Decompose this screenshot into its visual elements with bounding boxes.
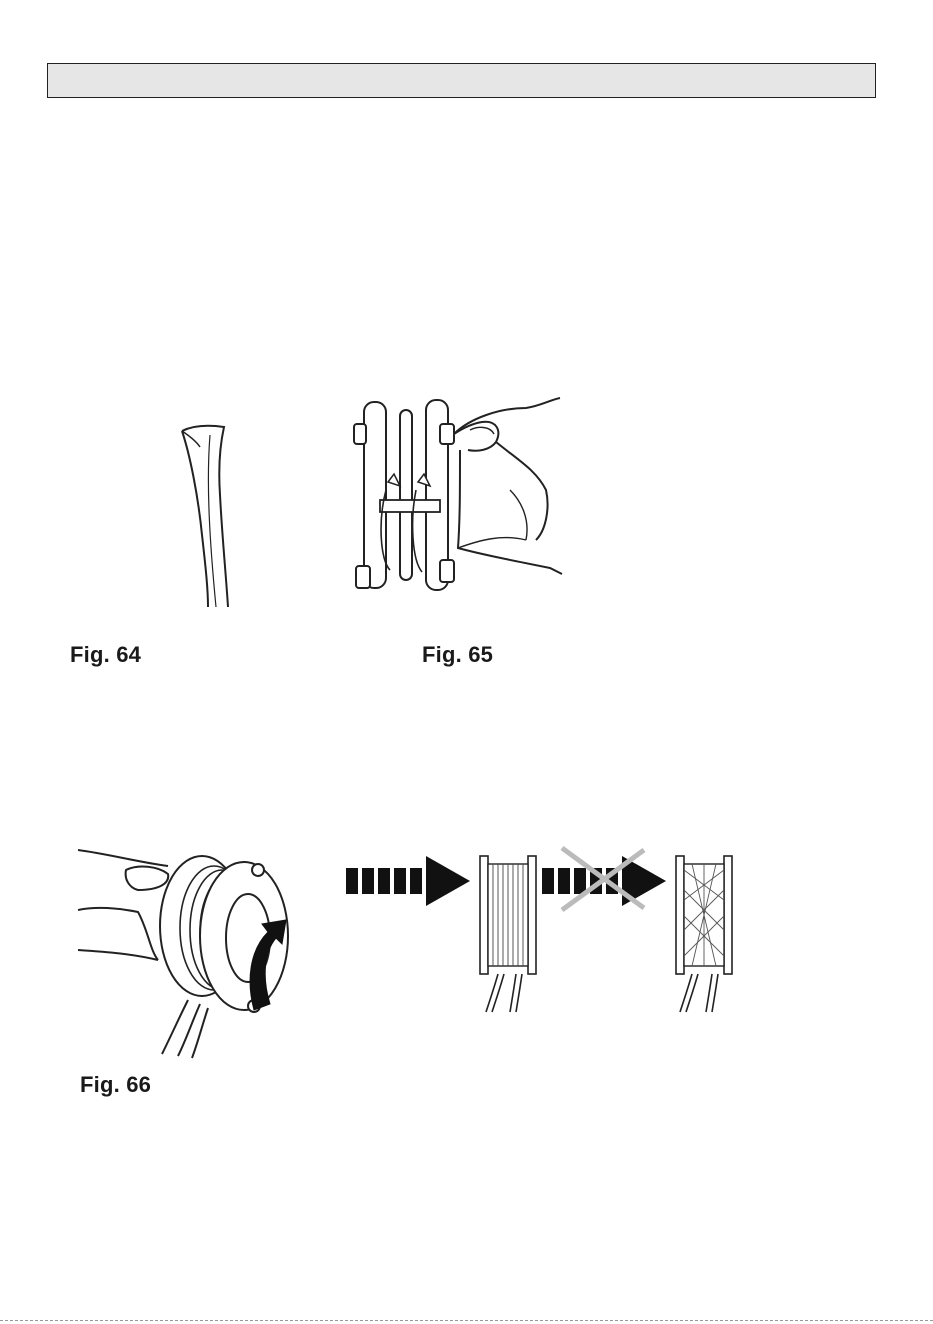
figure-66-label: Fig. 66 [80, 1072, 151, 1098]
figure-65: Fig. 65 [350, 390, 580, 675]
figure-64-label: Fig. 64 [70, 642, 141, 668]
winding-diagram [340, 840, 760, 1020]
figure-64: Fig. 64 [60, 395, 260, 675]
page-bottom-edge [0, 1320, 933, 1321]
hand-holding-spool-icon [350, 390, 580, 620]
dashed-arrow-icon [346, 856, 470, 906]
section-header-bar [47, 63, 876, 98]
incorrect-winding-spool-icon [676, 856, 732, 1012]
figure-66: Fig. 66 [78, 840, 300, 1100]
winding-diagram-svg [340, 840, 760, 1020]
correct-winding-spool-icon [480, 856, 536, 1012]
hand-rotating-spool-icon [78, 840, 300, 1060]
figure-65-label: Fig. 65 [422, 642, 493, 668]
trimmer-line-end-icon [60, 395, 260, 625]
